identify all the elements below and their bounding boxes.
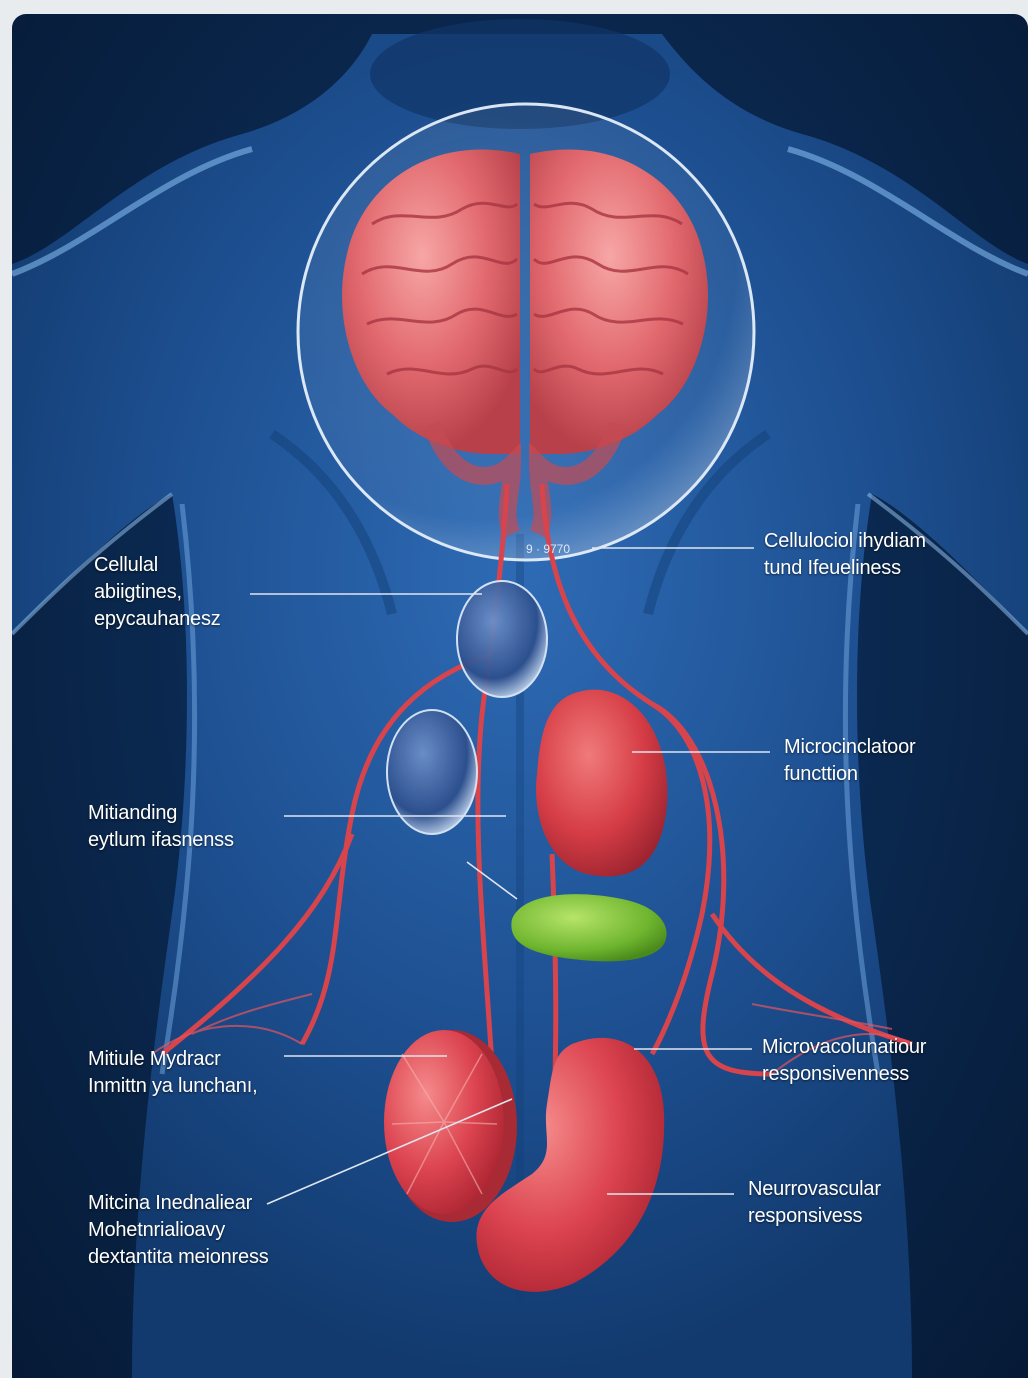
- label-left-2: Mitianding eytlum ifasnenss: [88, 800, 234, 854]
- label-right-4: Neurrovascular responsivess: [748, 1176, 881, 1230]
- label-left-4: Mitcina Inednaliear Mohetnrialioavy dext…: [88, 1190, 269, 1271]
- label-right-3: Microvacolunatiour responsivenness: [762, 1034, 926, 1088]
- anatomy-illustration: [12, 14, 1028, 1378]
- label-right-1: Cellulociol ihydiam tund Ifeueliness: [764, 528, 926, 582]
- label-right-2: Microcinclatoor functtion: [784, 734, 915, 788]
- label-left-3: Mitiule Mydracr Inmittn ya lunchanı,: [88, 1046, 257, 1100]
- tiny-marker-text: 9 · 9770: [526, 542, 570, 556]
- label-left-1: Cellulal abiigtines, epycauhanesz: [94, 552, 221, 633]
- diagram-frame: 9 · 9770 Cellulal abiigtines, epycauhane…: [12, 14, 1028, 1378]
- upper-blue-organ: [457, 581, 547, 697]
